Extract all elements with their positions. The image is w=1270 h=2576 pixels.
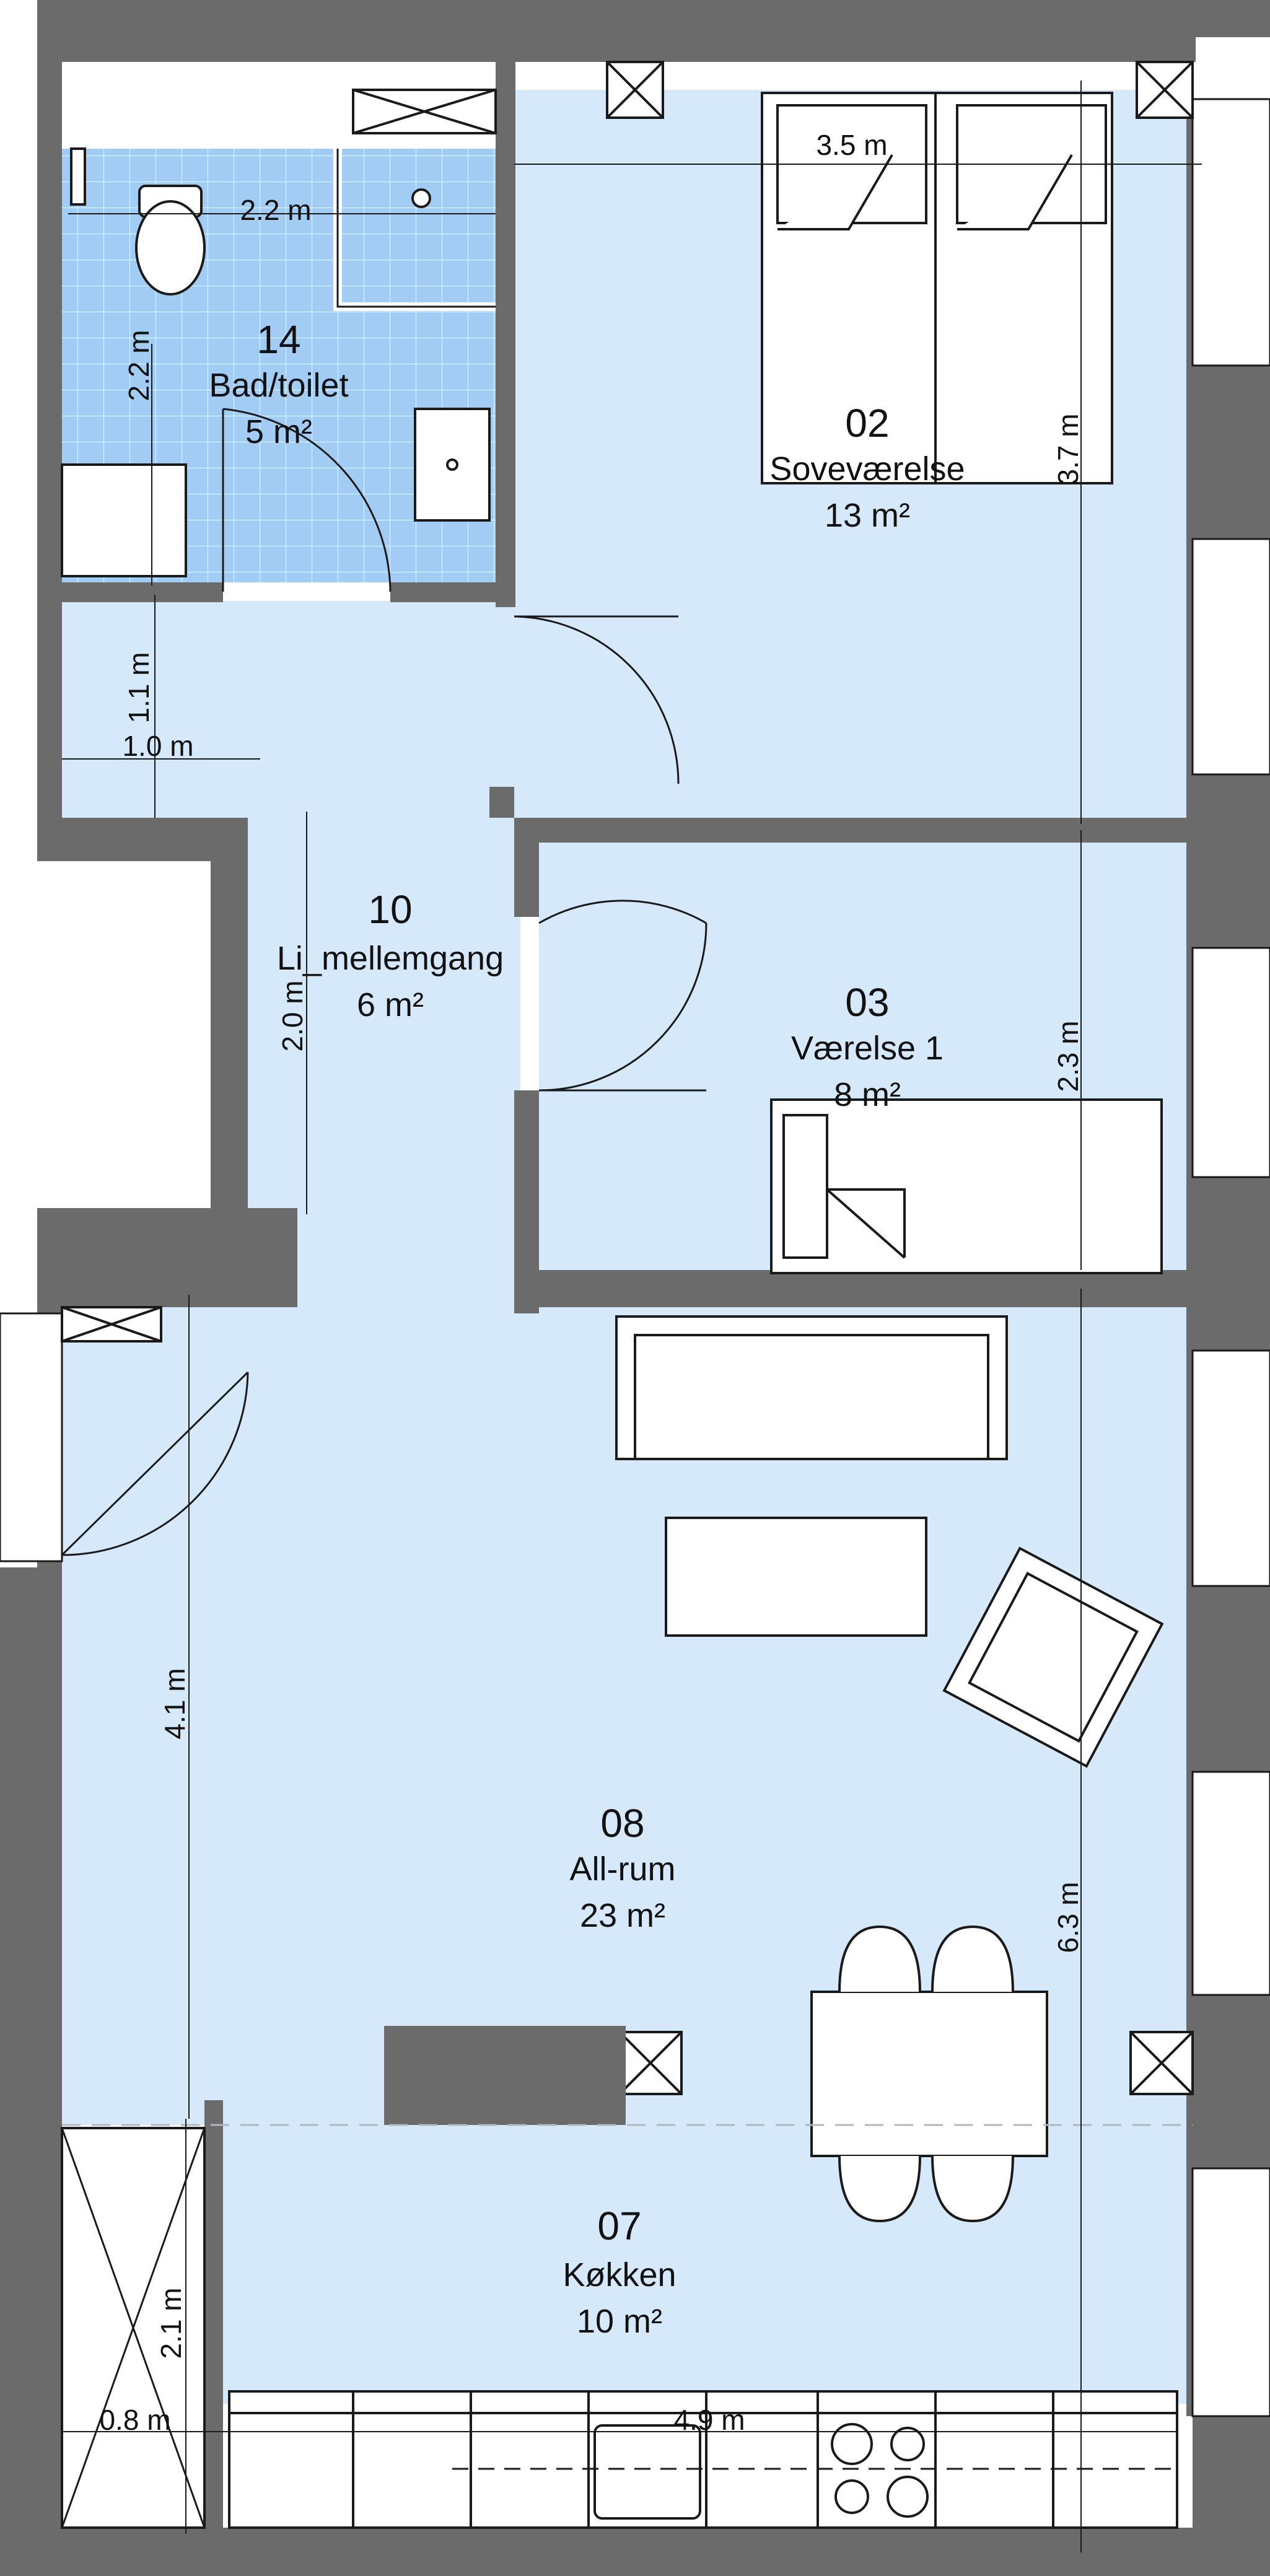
wall-bottom (37, 2528, 1202, 2576)
coffee-table-icon (665, 1517, 927, 1637)
wall-hall-right-stub (489, 787, 514, 818)
wall-right-5 (1193, 1586, 1270, 1772)
hall-floor-top (62, 601, 514, 818)
armchair-icon (942, 1546, 1164, 1768)
bath-room-number: 14 (256, 317, 300, 362)
wall-right-2 (1193, 366, 1270, 539)
shower-screen-outline-icon (336, 149, 496, 308)
kitchen-number: 07 (597, 2204, 641, 2248)
vent-shaft-2 (1136, 61, 1194, 119)
vent-shaft-5 (618, 2031, 683, 2095)
wall-right-1 (1193, 0, 1270, 37)
dim-bath-depth: 2.2 m (123, 330, 155, 401)
entrance-door-icon (61, 1371, 249, 1556)
kitchen-chimney-block (384, 2026, 626, 2125)
sofa-icon (615, 1315, 1008, 1460)
wall-bath-bottom-right (390, 582, 514, 602)
sink-drain-icon (446, 458, 458, 471)
window-right-4 (1191, 1349, 1270, 1587)
furniture (61, 92, 1193, 2529)
bath-room-name: Bad/toilet (209, 367, 348, 404)
wall-left-upper (37, 0, 62, 861)
dim-bed-height: 3.7 m (1052, 413, 1084, 484)
windows (0, 98, 1270, 2417)
single-bed-icon (770, 1098, 1163, 1274)
wall-room1-living (514, 1270, 1196, 1307)
window-right-3 (1191, 947, 1270, 1178)
vent-shaft-1 (606, 61, 664, 119)
bathroom-fixtures (61, 147, 496, 577)
vent-shafts (61, 61, 1194, 2095)
kitchen-floor (217, 2125, 1193, 2404)
dim-bath-width: 2.2 m (240, 194, 311, 226)
wall-room1-left-top (514, 818, 539, 917)
dimension-lines (62, 81, 1202, 2552)
wall-bed-room1 (514, 818, 1196, 843)
dim-storage-width: 0.8 m (99, 2404, 170, 2436)
dim-kitchen-width: 4.9 m (673, 2404, 745, 2436)
bedroom-door-icon (514, 615, 680, 784)
dim-living-left: 4.1 m (159, 1668, 191, 1739)
dim-living-right: 6.3 m (1052, 1882, 1084, 1953)
vent-shaft-6 (1129, 2031, 1194, 2095)
dim-room1-height: 2.3 m (1052, 1020, 1084, 1092)
window-right-2 (1191, 538, 1270, 776)
bedroom-name: Soveværelse (769, 450, 965, 488)
vent-shaft-3 (352, 89, 497, 134)
wall-right-7 (1193, 2416, 1270, 2576)
room-labels: 14 Bad/toilet 5 m² 02 Soveværelse 13 m² … (209, 317, 965, 2340)
kitchen-counter-icon (228, 2390, 1178, 2529)
wall-right-3 (1193, 774, 1270, 948)
room1-number: 03 (845, 980, 889, 1025)
room1-name: Værelse 1 (791, 1030, 944, 1067)
shower-head-icon (411, 188, 431, 208)
dimension-labels: 3.5 m 2.2 m 2.2 m 3.7 m 1.1 m 1.0 m 2.0 … (99, 129, 1084, 2436)
dining-table-icon (810, 1991, 1048, 2157)
dining-chairs-icon (838, 1925, 1014, 2223)
storage-cabinet-icon (61, 2127, 206, 2529)
kitchen-sink-icon (593, 2424, 701, 2520)
hall-number: 10 (368, 887, 412, 932)
hall-area: 6 m² (357, 986, 424, 1023)
room1-area: 8 m² (834, 1076, 901, 1113)
stove-icon (831, 2423, 929, 2518)
room1-door-icon (538, 900, 707, 1092)
wall-left-edge (0, 1567, 37, 2576)
window-right-5 (1191, 1771, 1270, 1996)
bath-door-icon (222, 408, 392, 592)
living-name: All-rum (570, 1851, 676, 1888)
window-right-1 (1191, 98, 1270, 367)
living-area: 23 m² (580, 1897, 665, 1934)
window-right-6 (1191, 2167, 1270, 2417)
doors (61, 408, 707, 1556)
window-left-door (0, 1312, 63, 1562)
wall-bath-right (496, 62, 515, 607)
bath-room-area: 5 m² (245, 413, 312, 450)
living-number: 08 (600, 1801, 644, 1846)
bedroom-area: 13 m² (825, 497, 910, 534)
washing-machine-icon (61, 463, 187, 577)
towel-rail-icon (70, 147, 86, 206)
wall-left-notch-side (211, 818, 248, 1214)
dim-storage-height: 2.1 m (155, 2287, 187, 2359)
wall-bath-bottom-left (37, 582, 223, 602)
wall-left-notch-bottom (37, 1208, 297, 1307)
kitchen-name: Køkken (563, 2256, 676, 2293)
dim-bed-width: 3.5 m (816, 129, 887, 161)
wall-top (37, 0, 1196, 62)
wall-right-6 (1193, 1995, 1270, 2168)
vent-shaft-4 (61, 1306, 162, 1343)
wall-right-4 (1193, 1177, 1270, 1351)
bedroom-number: 02 (845, 401, 889, 445)
kitchen-area: 10 m² (577, 2303, 662, 2340)
hall-name: Li_mellemgang (277, 940, 504, 977)
dim-hall-top-height: 1.1 m (123, 652, 155, 723)
dim-hall-top-width: 1.0 m (122, 730, 193, 762)
toilet-icon (135, 185, 206, 296)
dim-hall-height: 2.0 m (276, 980, 309, 1051)
wall-storage-right (204, 2100, 223, 2546)
